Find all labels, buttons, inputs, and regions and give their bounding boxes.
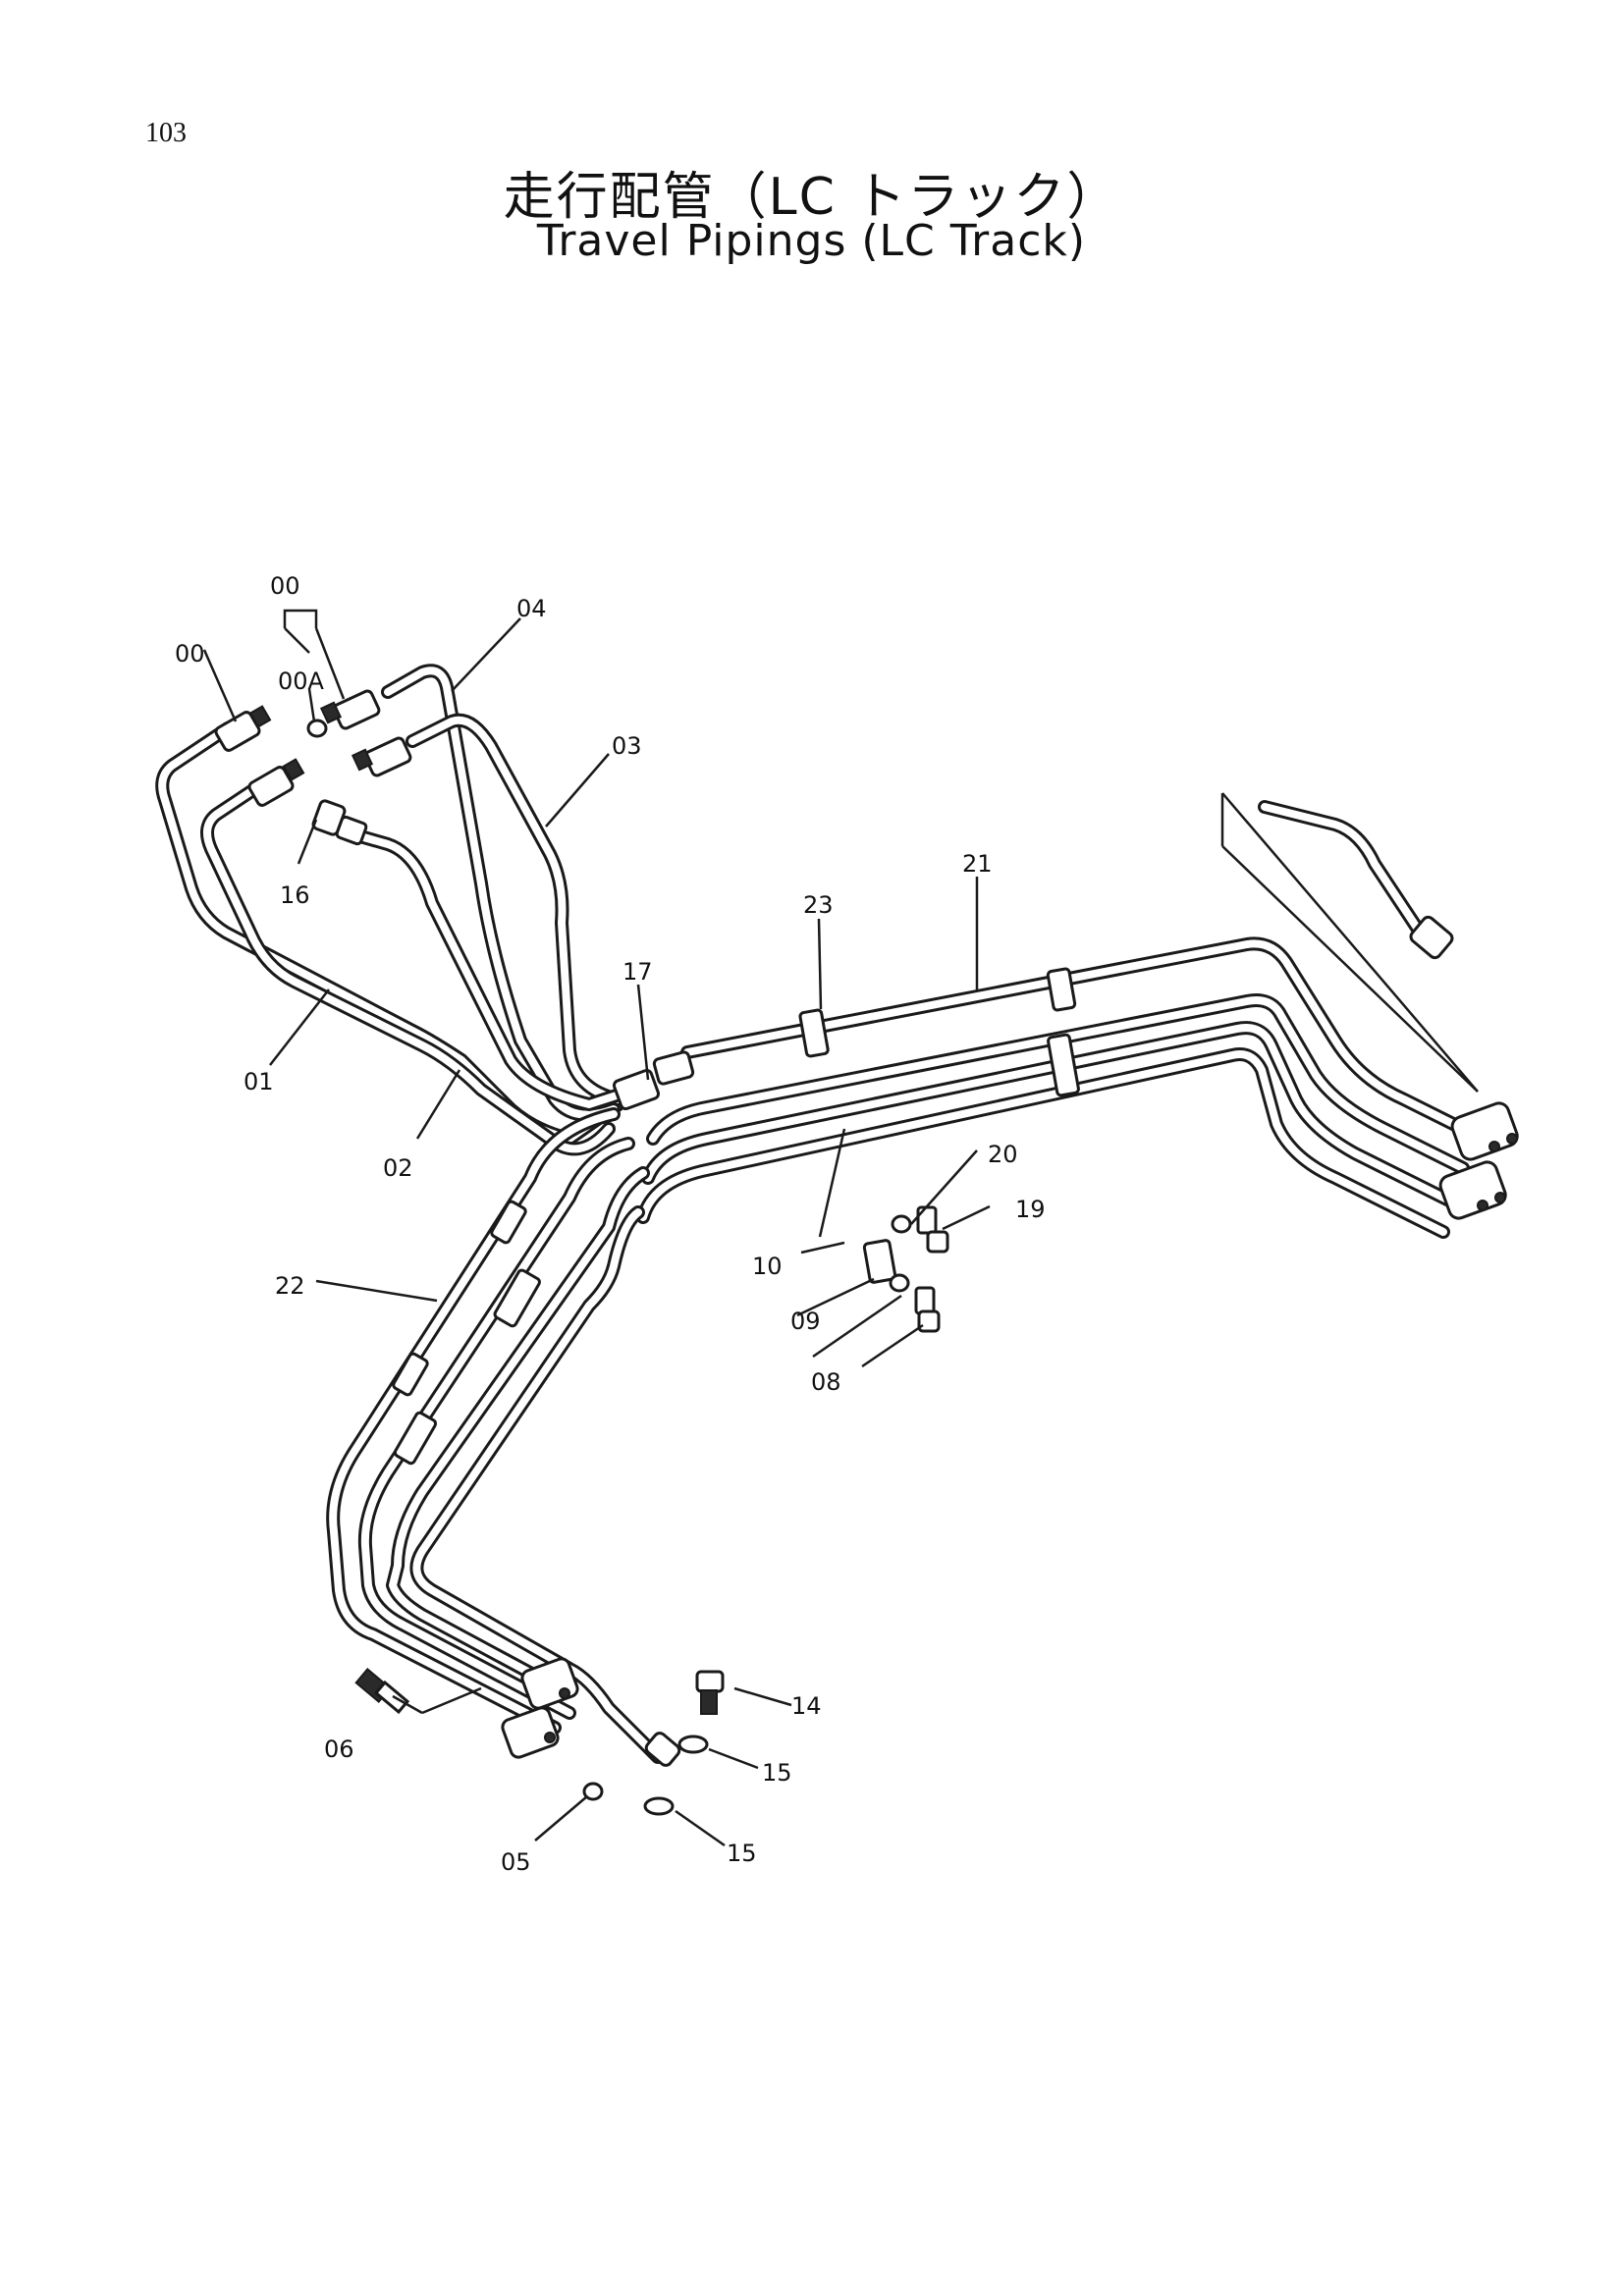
pipe-03 [406,713,625,1106]
callout-label: 21 [962,850,993,878]
page-title-english: Travel Pipings (LC Track) [536,216,1087,266]
callout-label: 23 [803,891,834,919]
pipe-22 [326,1107,665,1764]
pipe-clamps [392,967,1080,1466]
callout-label: 10 [752,1253,783,1280]
pipe-16 [347,828,635,1111]
callout-label: 04 [516,595,547,622]
page-number: 103 [145,118,187,148]
callout-label: 00 [175,640,205,667]
callout-label: 09 [790,1308,821,1335]
fittings-right [1438,1101,1519,1220]
detail-inset [1220,792,1479,1093]
callout-label: 06 [324,1735,354,1763]
pipe-04 [381,664,621,1122]
callout-label: 00 [270,572,300,600]
callout-label: 15 [762,1759,792,1787]
callout-label: 14 [791,1692,822,1720]
callout-label: 00A [278,667,325,695]
hardware-parts [643,1205,949,1816]
pipe-21 [636,936,1470,1239]
callout-label: 15 [727,1840,757,1867]
callout-label: 03 [612,732,642,760]
callout-label: 20 [988,1141,1018,1168]
callout-label: 05 [501,1848,531,1876]
callout-labels: 00 00 00A 04 03 16 01 02 17 23 21 20 19 … [175,572,1046,1876]
fittings-upper-left [214,689,412,846]
page-title-japanese: 走行配管（LC トラック） [503,168,1120,227]
pipe-02 [200,778,616,1156]
callout-label: 01 [243,1068,274,1095]
fittings-lower-left [354,1657,681,1801]
fitting-17 [612,1050,695,1111]
callout-label: 17 [622,958,653,986]
callout-label: 19 [1015,1196,1046,1223]
leader-lines [202,609,991,1847]
callout-label: 02 [383,1154,413,1182]
callout-label: 22 [275,1272,305,1300]
callout-label: 08 [811,1368,841,1396]
callout-label: 16 [280,881,310,909]
